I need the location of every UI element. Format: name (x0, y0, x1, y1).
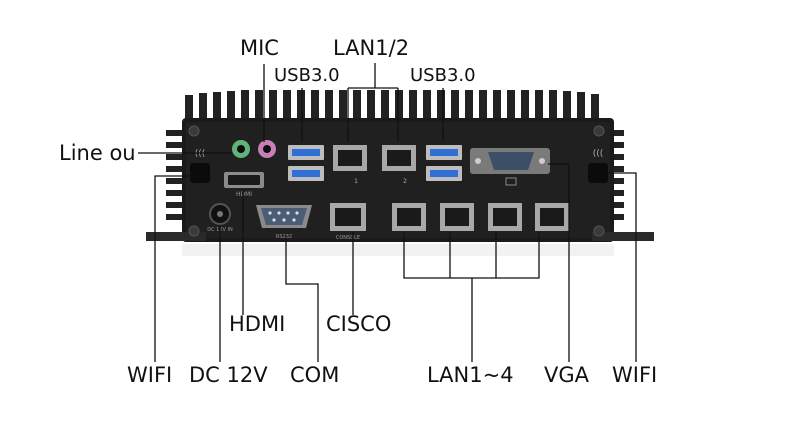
label-dc: DC 12V (189, 363, 268, 387)
svg-text:(((: ((( (593, 149, 604, 159)
label-line-out: Line ou (59, 141, 136, 165)
label-wifi-right: WIFI (612, 363, 658, 387)
usb-left-ports (288, 145, 324, 181)
hdmi-marking: HDMI (236, 191, 252, 198)
label-mic: MIC (240, 36, 279, 60)
lan-b-marking: 2 (403, 178, 407, 185)
com-port: RS232 (256, 205, 312, 240)
hdmi-port: HDMI (224, 172, 264, 198)
svg-text:(((: ((( (195, 149, 206, 159)
lan12-ports: 1 2 (333, 145, 416, 185)
label-com: COM (290, 363, 340, 387)
usb-right-ports (426, 145, 462, 181)
com-marking: RS232 (276, 234, 292, 240)
label-lan14: LAN1~4 (427, 363, 514, 387)
label-vga: VGA (544, 363, 590, 387)
cisco-console-port: CONSOLE (330, 203, 366, 241)
label-wifi-left: WIFI (127, 363, 173, 387)
lan14-ports (392, 203, 569, 231)
line-out-jack (232, 140, 250, 158)
wifi-left-port: ((( (190, 149, 210, 183)
callout-lines (138, 63, 637, 362)
label-usb-right: USB3.0 (410, 65, 476, 86)
cisco-marking: CONSOLE (336, 235, 360, 241)
wifi-right-port: ((( (588, 149, 608, 183)
label-hdmi: HDMI (229, 312, 286, 336)
label-lan12: LAN1/2 (333, 36, 410, 60)
label-cisco: CISCO (326, 312, 392, 336)
label-usb-left: USB3.0 (274, 65, 340, 86)
mic-jack (258, 140, 276, 158)
vga-port (470, 148, 550, 186)
lan-a-marking: 1 (354, 178, 358, 185)
